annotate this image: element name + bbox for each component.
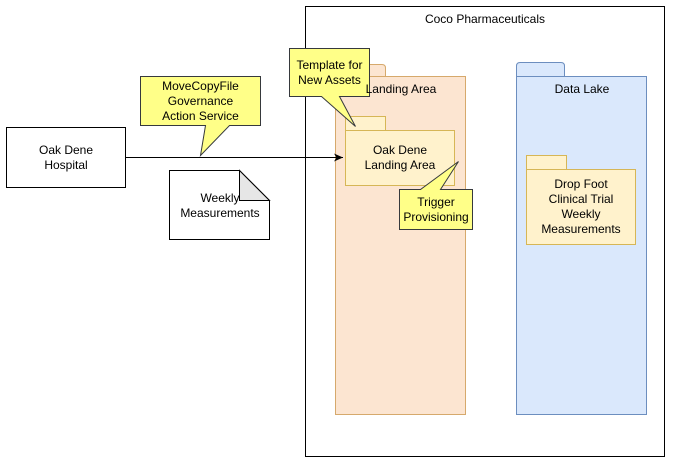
hospital-label: Oak Dene Hospital	[38, 142, 94, 172]
data-lake-label: Data Lake	[517, 80, 647, 98]
governance-action-callout-shape[interactable]	[140, 76, 261, 158]
oak-dene-landing-area-label: Oak Dene Landing Area	[364, 143, 436, 172]
drop-foot-folder[interactable]	[526, 155, 636, 245]
template-callout-label: Template for New Assets	[296, 57, 363, 87]
trigger-callout-shape[interactable]	[399, 161, 473, 230]
landing-area-title: Landing Area	[365, 81, 437, 96]
organization-title: Coco Pharmaceuticals	[424, 11, 546, 26]
organization-label: Coco Pharmaceuticals	[306, 8, 664, 30]
data-lake-title: Data Lake	[554, 81, 610, 96]
weekly-measurements-label: Weekly Measurements	[180, 191, 260, 220]
data-lake-folder[interactable]	[516, 62, 647, 415]
landing-area-label: Landing Area	[336, 80, 466, 98]
hospital-box[interactable]	[6, 127, 126, 188]
trigger-callout-label: Trigger Provisioning	[403, 194, 469, 224]
weekly-measurements-document[interactable]	[169, 169, 271, 240]
governance-action-callout-label: MoveCopyFile Governance Action Service	[162, 78, 239, 123]
oak-dene-landing-area-folder[interactable]	[345, 116, 455, 186]
template-callout-shape[interactable]	[289, 48, 370, 127]
drop-foot-folder-label: Drop Foot Clinical Trial Weekly Measurem…	[541, 177, 621, 236]
